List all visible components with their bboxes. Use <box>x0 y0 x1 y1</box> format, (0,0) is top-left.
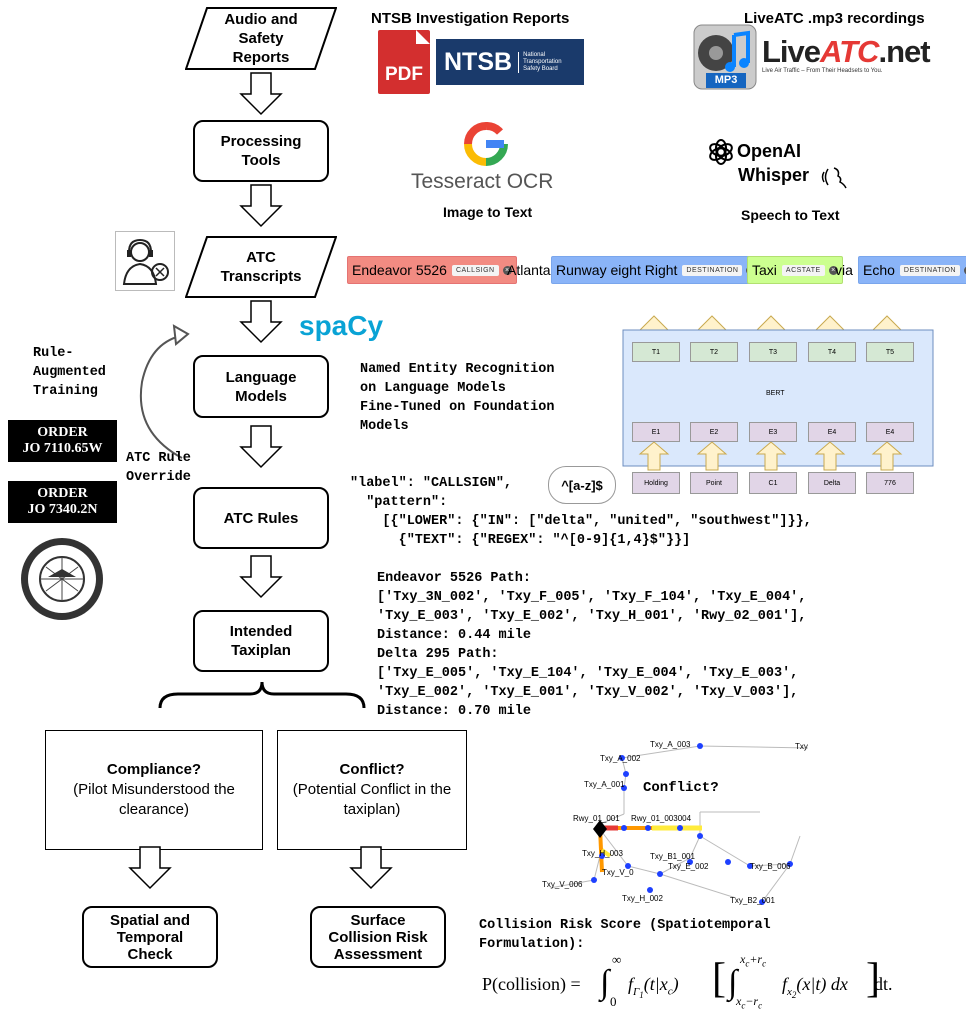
graph-node-label: Txy_V_0 <box>602 868 634 877</box>
bert-output-token: T2 <box>690 342 738 362</box>
graph-node-label: Txy_H_003 <box>582 849 623 858</box>
pdf-label: PDF <box>385 64 423 85</box>
bert-embedding: E4 <box>866 422 914 442</box>
collision-formula: P(collision) = ∫ ∞ 0 fΓ1(t|xc) [ ∫ xc+rc… <box>482 952 893 1011</box>
bert-diagram: T1 T2 T3 T4 T5 BERT E1 E2 E3 E4 E4 Holdi… <box>620 306 940 496</box>
liveatc-title: LiveATC .mp3 recordings <box>744 10 925 27</box>
order-7340-badge: ORDER JO 7340.2N <box>8 481 117 523</box>
processing-tools-node: Processing Tools <box>193 120 329 182</box>
atc-rules-node: ATC Rules <box>193 487 329 549</box>
split-brace <box>158 681 366 709</box>
bert-embedding: E4 <box>808 422 856 442</box>
bert-output-token: T1 <box>632 342 680 362</box>
ntsb-logo: NTSB National Transportation Safety Boar… <box>436 39 584 85</box>
language-models-node: Language Models <box>193 355 329 418</box>
audio-safety-reports-label: Audio and Safety Reports <box>224 11 298 66</box>
google-g-icon <box>464 122 508 166</box>
graph-node-label: Txy_E_002 <box>668 862 709 871</box>
atc-transcripts-label: ATC Transcripts <box>220 249 302 285</box>
compliance-body: (Pilot Misunderstood the clearance) <box>73 781 235 818</box>
regex-badge: ^[a-z]$ <box>548 466 616 504</box>
graph-node-label: Txy_A_001 <box>584 780 625 789</box>
remove-icon: × <box>502 265 512 275</box>
collision-risk-title: Collision Risk Score (Spatiotemporal For… <box>479 918 771 952</box>
graph-node-label: Txy <box>795 742 808 751</box>
faa-seal-icon <box>21 538 103 620</box>
spacy-logo: spaCy <box>299 310 384 341</box>
graph-node-label: Txy_B2_001 <box>730 896 775 905</box>
flow-arrow <box>239 300 283 344</box>
graph-node-label: Txy_A_003 <box>650 740 691 749</box>
compliance-title: Compliance? <box>106 761 202 778</box>
bert-label: BERT <box>766 390 785 397</box>
flow-arrow <box>239 555 283 599</box>
intended-taxiplan-node: Intended Taxiplan <box>193 610 329 672</box>
flow-arrow <box>239 184 283 228</box>
pdf-icon: PDF <box>378 30 430 94</box>
image-to-text-label: Image to Text <box>443 204 533 220</box>
graph-node-label: Txy_H_002 <box>622 894 663 903</box>
mp3-icon: MP3 <box>690 23 760 91</box>
ner-token-via: via <box>835 262 853 278</box>
pattern-code: "label": "CALLSIGN", "pattern": [{"LOWER… <box>350 476 812 548</box>
order-7110-badge: ORDER JO 7110.65W <box>8 420 117 462</box>
taxi-paths-code: Endeavor 5526 Path: ['Txy_3N_002', 'Txy_… <box>377 571 807 719</box>
graph-conflict-label: Conflict? <box>643 780 719 796</box>
atc-controller-icon <box>115 231 175 291</box>
atc-transcripts-node: ATC Transcripts <box>185 236 337 298</box>
ntsb-reports-title: NTSB Investigation Reports <box>371 10 570 27</box>
bert-input-token: Point <box>690 472 738 494</box>
ner-token-atlanta: Atlanta <box>507 262 551 278</box>
graph-node-label: Txy_A_002 <box>600 754 641 763</box>
whisper-label: Whisper <box>738 165 810 185</box>
graph-node-label: Txy_V_006 <box>542 880 583 889</box>
bert-embedding: E1 <box>632 422 680 442</box>
taxiway-conflict-graph: Txy_A_003 Txy Txy_A_002 Txy_A_001 Confli… <box>540 738 810 908</box>
graph-node-label: Rwy_01_003004 <box>631 814 692 823</box>
bert-input-token: Holding <box>632 472 680 494</box>
liveatc-logo: LiveATC.net <box>762 34 931 69</box>
conflict-title: Conflict? <box>339 761 405 778</box>
liveatc-tagline: Live Air Traffic – From Their Headsets t… <box>762 68 883 74</box>
flow-arrow <box>239 425 283 469</box>
bert-input-token: Delta <box>808 472 856 494</box>
bert-output-token: T3 <box>749 342 797 362</box>
sound-wave-icon <box>821 167 847 189</box>
flow-arrow <box>239 72 283 116</box>
graph-node-label: Txy_B1_001 <box>650 852 695 861</box>
rule-augmented-training-label: Rule- Augmented Training <box>33 346 106 399</box>
mp3-label: MP3 <box>714 74 738 86</box>
bert-output-token: T5 <box>866 342 914 362</box>
remove-icon: × <box>963 265 966 275</box>
bert-input-token: C1 <box>749 472 797 494</box>
remove-icon: × <box>828 265 838 275</box>
ner-description: Named Entity Recognition on Language Mod… <box>360 362 555 434</box>
openai-icon <box>709 139 733 165</box>
conflict-box: Conflict? (Potential Conflict in the tax… <box>277 730 467 850</box>
flow-arrow <box>128 846 172 890</box>
bert-input-token: 776 <box>866 472 914 494</box>
atc-rule-override-label: ATC Rule Override <box>126 451 191 485</box>
speech-to-text-label: Speech to Text <box>741 207 840 223</box>
curved-feedback-arrow <box>139 324 190 459</box>
bert-embedding: E3 <box>749 422 797 442</box>
bert-embedding: E2 <box>690 422 738 442</box>
tesseract-ocr-label: Tesseract OCR <box>411 170 554 193</box>
spatial-temporal-check-node: Spatial and Temporal Check <box>82 906 218 968</box>
bert-output-token: T4 <box>808 342 856 362</box>
graph-node-label: Rwy_01_001 <box>573 814 620 823</box>
openai-label: OpenAI <box>737 141 802 161</box>
audio-safety-reports-node: Audio and Safety Reports <box>185 7 337 70</box>
graph-node-label: Txy_B_006 <box>750 862 791 871</box>
flow-arrow <box>349 846 393 890</box>
compliance-box: Compliance? (Pilot Misunderstood the cle… <box>45 730 263 850</box>
surface-collision-risk-node: Surface Collision Risk Assessment <box>310 906 446 968</box>
conflict-body: (Potential Conflict in the taxiplan) <box>292 781 452 818</box>
